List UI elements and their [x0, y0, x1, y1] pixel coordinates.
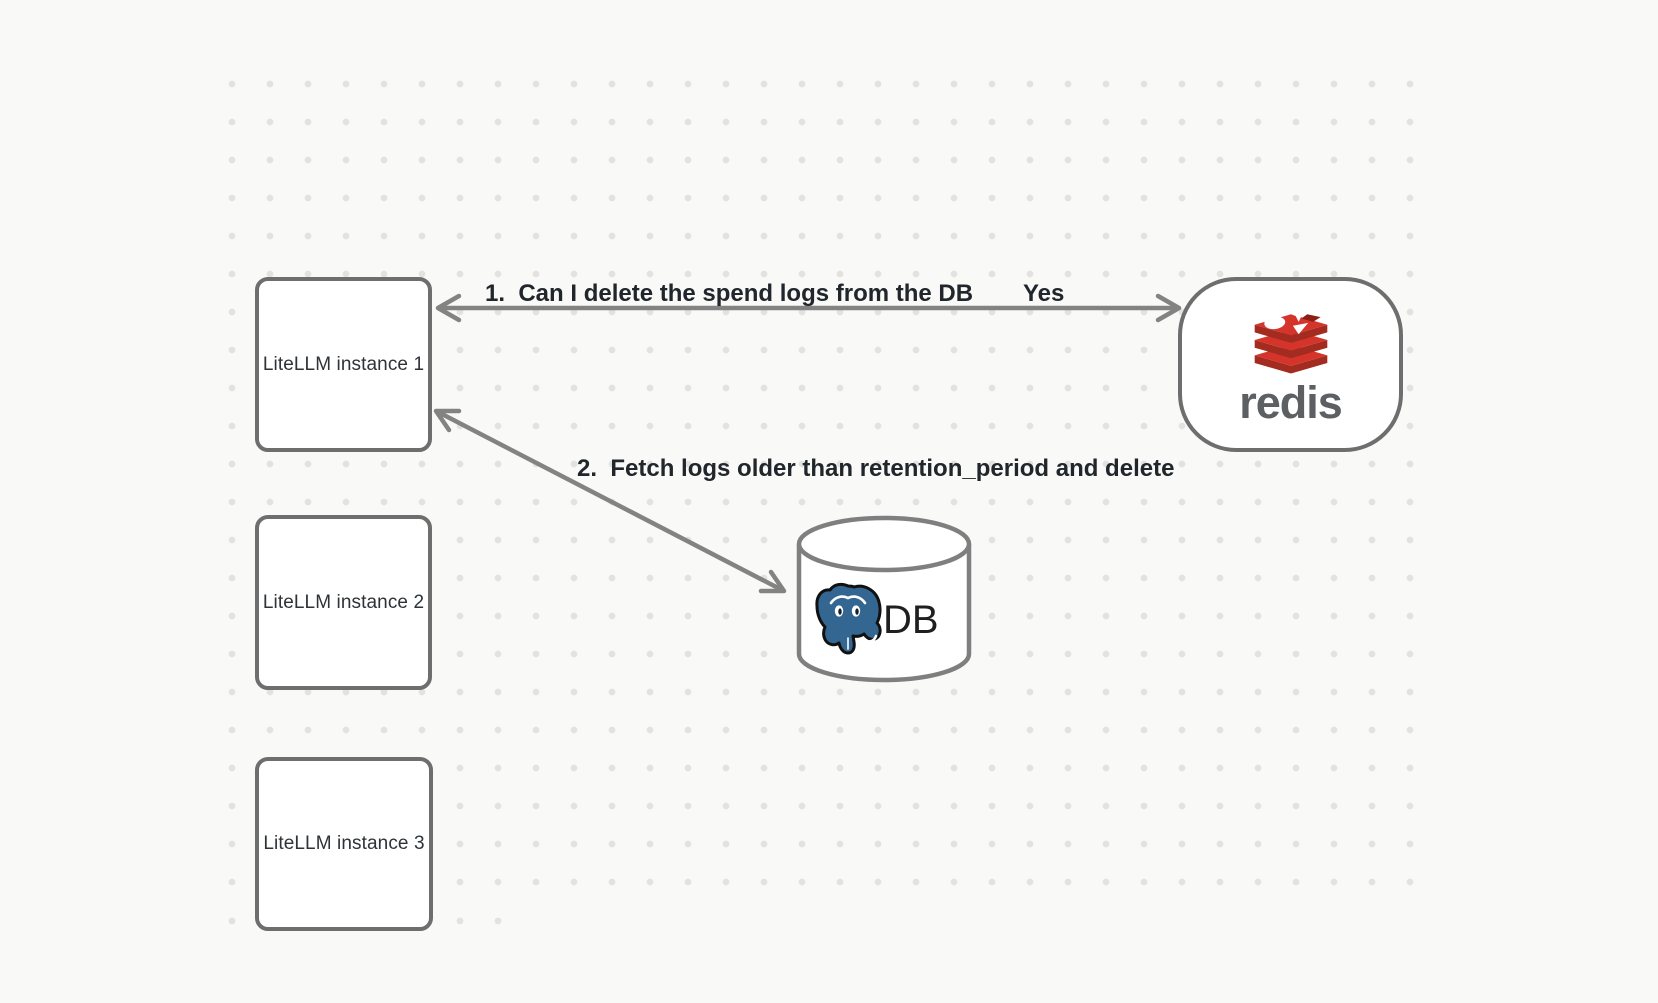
redis-logo-icon: [1254, 305, 1327, 374]
redis-wordmark: redis: [1239, 377, 1343, 428]
postgresql-elephant-icon: [815, 582, 882, 655]
node-litellm-instance-3-label: LiteLLM instance 3: [263, 833, 425, 854]
edge-label-fetch-logs: 2. Fetch logs older than retention_perio…: [577, 455, 1175, 482]
node-litellm-instance-3: LiteLLM instance 3: [255, 757, 433, 931]
node-litellm-instance-1-label: LiteLLM instance 1: [262, 353, 425, 375]
edge-label-yes: Yes: [1023, 280, 1065, 307]
node-litellm-instance-2-label: LiteLLM instance 2: [262, 591, 425, 613]
node-litellm-instance-1: LiteLLM instance 1: [255, 277, 432, 452]
edge-label-can-i-delete: 1. Can I delete the spend logs from the …: [485, 280, 974, 307]
node-litellm-instance-2: LiteLLM instance 2: [255, 515, 432, 690]
database-label: DB: [883, 598, 939, 642]
node-redis: redis: [1178, 277, 1403, 452]
